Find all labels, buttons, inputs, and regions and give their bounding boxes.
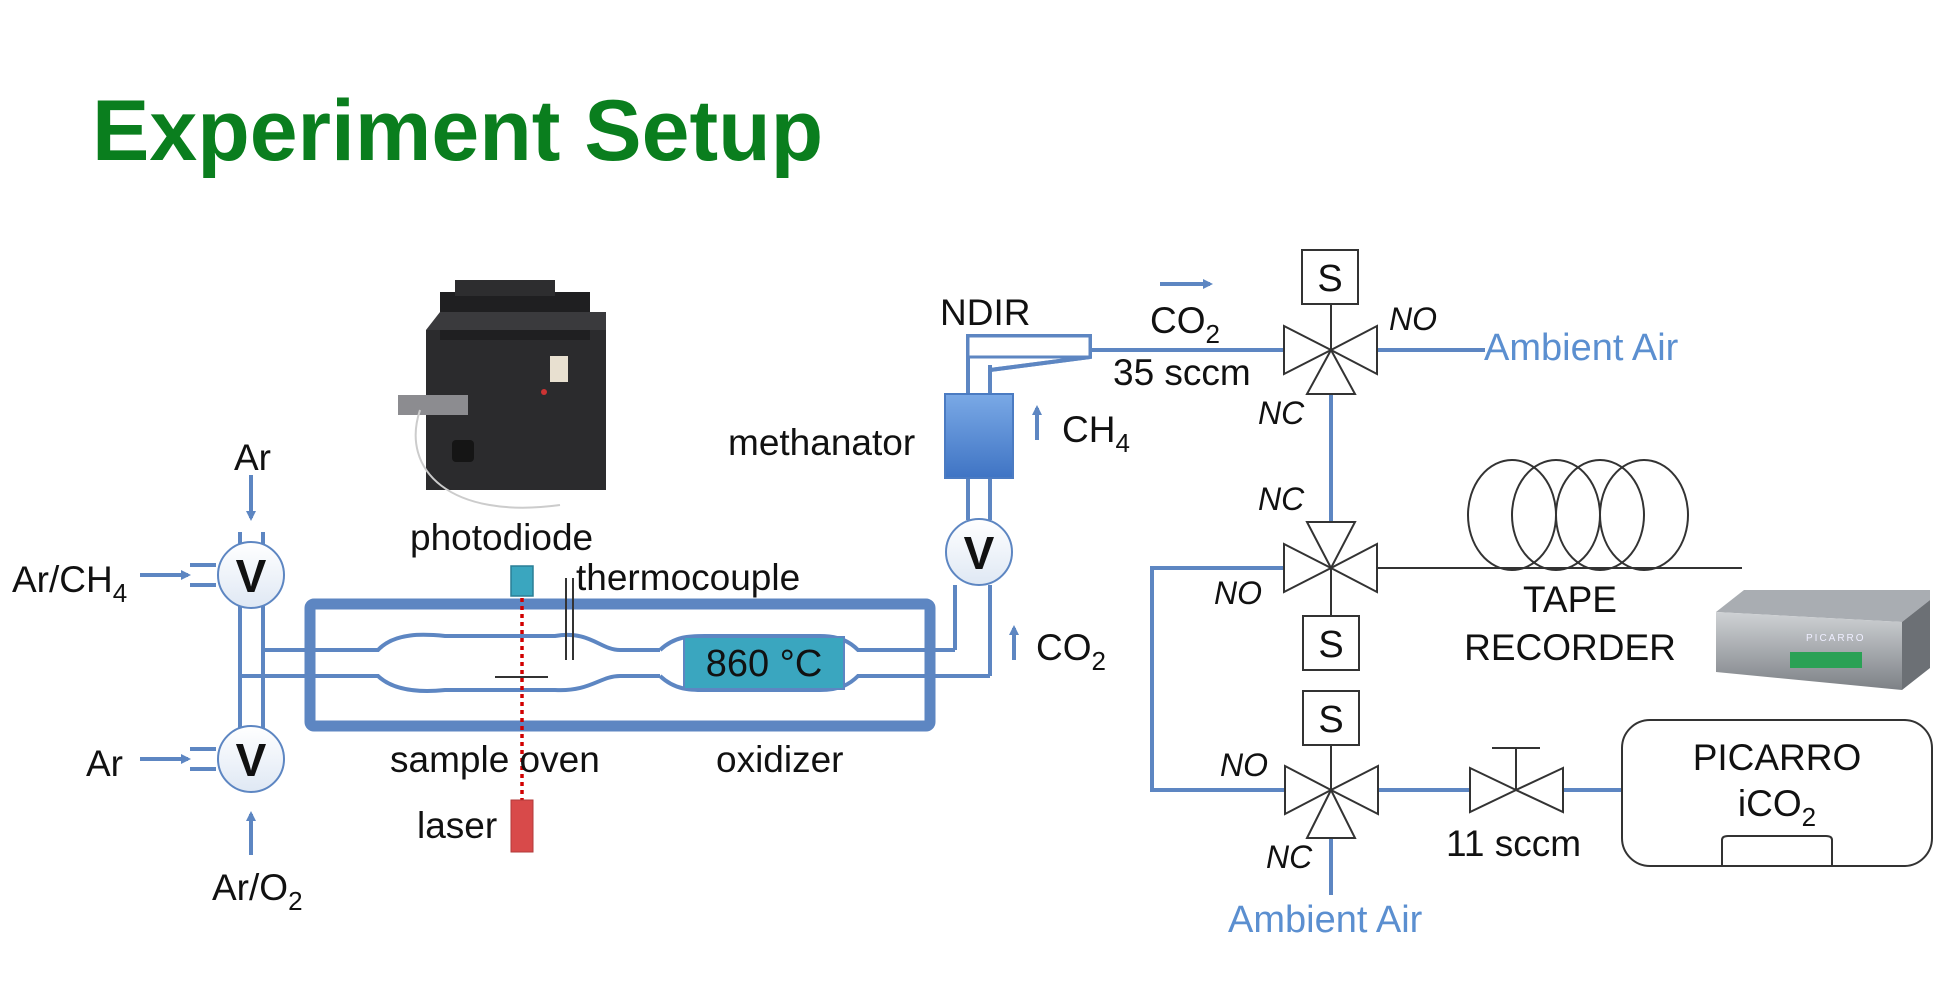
valve-v-label: V — [236, 550, 267, 602]
needle-valve[interactable] — [1469, 747, 1564, 814]
page-title: Experiment Setup — [92, 83, 824, 179]
flow-11-sccm-label: 11 sccm — [1446, 823, 1581, 864]
nc-label: NC — [1258, 481, 1305, 517]
no-label: NO — [1389, 301, 1437, 337]
picarro-label: PICARRO — [1693, 737, 1862, 778]
photodiode-label: photodiode — [410, 517, 593, 558]
laser-source — [510, 799, 534, 853]
nc-label: NC — [1258, 395, 1305, 431]
solenoid-valve-bottom[interactable]: S — [1284, 690, 1379, 839]
ar-top-label: Ar — [234, 437, 271, 478]
ar-ch4-label: Ar/CH4 — [12, 559, 127, 608]
ndir-label: NDIR — [940, 292, 1030, 333]
sample-oven-tube — [345, 632, 660, 693]
laser-label: laser — [417, 805, 497, 846]
picarro-ico2-label: iCO2 — [1738, 783, 1816, 832]
solenoid-valve-middle[interactable]: S — [1283, 521, 1378, 671]
co2-lower-label: CO2 — [1036, 627, 1106, 676]
oven-temperature-label: 860 °C — [706, 643, 823, 685]
valve-network-pipes — [1150, 348, 1622, 895]
photodiode-sensor — [510, 565, 534, 597]
picarro-analyzer-photo: PICARRO — [1716, 590, 1930, 690]
ndir-cell — [966, 334, 1092, 359]
picarro-ico2-box — [1621, 719, 1933, 867]
ar-o2-label: Ar/O2 — [212, 867, 303, 916]
ambient-air-bottom-label: Ambient Air — [1228, 899, 1423, 941]
co2-upper-label: CO2 — [1150, 300, 1220, 349]
thermocouple-label: thermocouple — [576, 557, 800, 598]
oven-temperature-block — [683, 636, 845, 690]
methanator-block — [944, 393, 1014, 479]
valve-v-label: V — [964, 527, 995, 579]
ch4-label: CH4 — [1062, 409, 1130, 458]
thermocouple-probe — [565, 578, 574, 660]
valve-v-top[interactable]: V — [217, 541, 285, 609]
valve-v-label: V — [236, 734, 267, 786]
ambient-air-top-label: Ambient Air — [1484, 327, 1679, 369]
sample-oven-label: sample oven — [390, 739, 600, 780]
methanator-label: methanator — [728, 422, 915, 463]
instrument-photo — [398, 280, 606, 509]
no-label: NO — [1220, 747, 1268, 783]
furnace-box — [304, 598, 936, 732]
oxidizer-label: oxidizer — [716, 739, 844, 780]
picarro-brand-text: PICARRO — [1806, 633, 1866, 644]
valve-v-methanator[interactable]: V — [945, 518, 1013, 586]
solenoid-valve-top[interactable]: S — [1283, 249, 1378, 395]
solenoid-label: S — [1318, 624, 1343, 666]
tape-recorder-coil — [1377, 459, 1742, 571]
solenoid-label: S — [1318, 699, 1343, 741]
nc-label: NC — [1266, 839, 1313, 875]
solenoid-label: S — [1317, 258, 1342, 300]
ar-bottom-label: Ar — [86, 743, 123, 784]
tape-recorder-label: RECORDER — [1464, 627, 1676, 668]
flow-35-sccm-label: 35 sccm — [1113, 352, 1251, 393]
no-label: NO — [1214, 575, 1262, 611]
valve-v-bottom[interactable]: V — [217, 725, 285, 793]
tape-recorder-label: TAPE — [1523, 579, 1617, 620]
